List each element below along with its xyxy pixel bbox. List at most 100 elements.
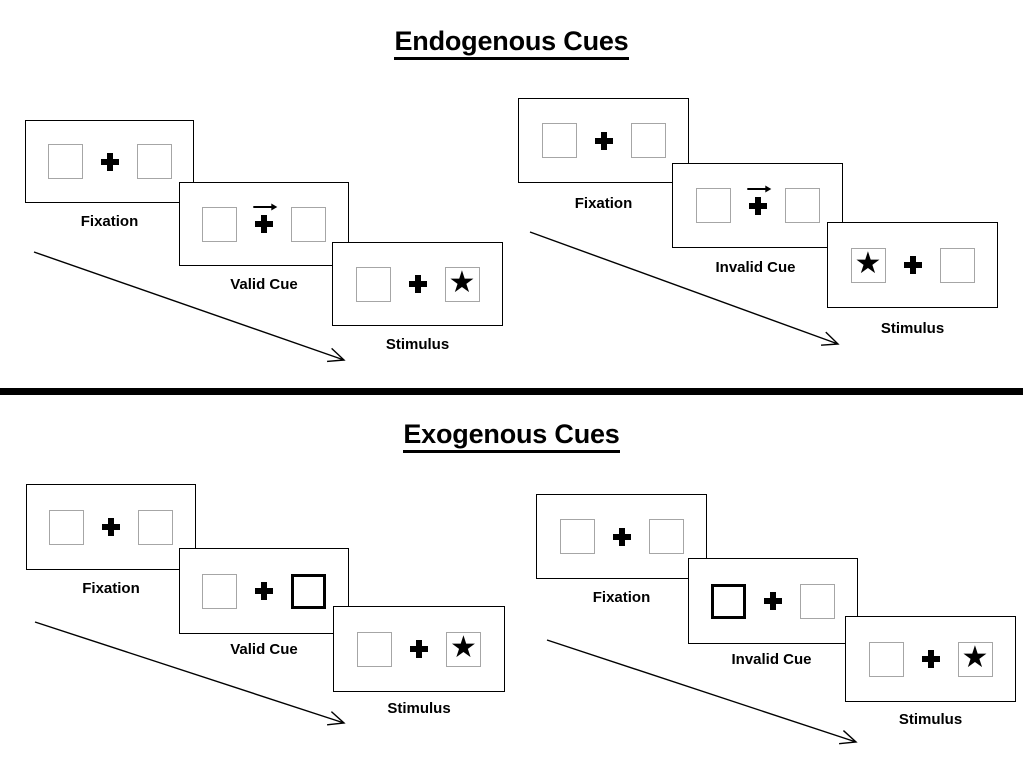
right-stimulus-box: ★: [291, 206, 326, 242]
cue-arrow-right-icon: [252, 203, 278, 213]
star-icon: ★: [448, 266, 476, 299]
cue-arrow-right-icon: [746, 185, 772, 195]
display-row: ★★: [202, 203, 326, 243]
trial-panel-inner: ★★: [180, 183, 348, 265]
fixation-cross-icon: [594, 131, 613, 150]
star-icon: ★: [961, 641, 989, 674]
panel-caption-endogenous-invalid-0: Fixation: [574, 195, 633, 212]
fixation-cross-wrap: [253, 572, 275, 610]
trial-panel-inner: ★★: [537, 495, 706, 578]
display-row: ★★: [541, 122, 666, 160]
trial-panel-exogenous-valid-1: ★★: [179, 548, 349, 634]
display-row: ★★: [49, 508, 173, 546]
trial-panel-exogenous-invalid-1: ★★: [688, 558, 858, 644]
fixation-cross-wrap: [408, 630, 430, 668]
left-stimulus-box: ★: [355, 266, 391, 302]
right-stimulus-box: ★: [939, 247, 975, 283]
section-title-text: Endogenous Cues: [394, 26, 629, 60]
left-stimulus-box: ★: [695, 188, 731, 223]
trial-panel-inner: ★★: [689, 559, 857, 643]
trial-panel-exogenous-invalid-0: ★★: [536, 494, 707, 579]
left-stimulus-box: ★: [357, 631, 392, 667]
fixation-cross-wrap: [100, 508, 122, 546]
left-stimulus-box: ★: [202, 206, 237, 242]
fixation-cross-icon: [410, 640, 428, 658]
panel-caption-exogenous-valid-2: Stimulus: [387, 700, 451, 717]
fixation-cross-wrap: [746, 185, 772, 225]
right-stimulus-box: ★: [957, 641, 993, 677]
trial-panel-inner: ★★: [333, 243, 502, 325]
fixation-cross-wrap: [99, 143, 121, 181]
panel-caption-endogenous-valid-1: Valid Cue: [230, 276, 298, 293]
trial-panel-inner: ★★: [846, 617, 1015, 701]
trial-panel-inner: ★★: [673, 164, 842, 247]
left-stimulus-box: ★: [47, 144, 83, 179]
display-row: ★★: [868, 640, 993, 678]
fixation-cross-wrap: [762, 582, 784, 620]
trial-panel-exogenous-valid-0: ★★: [26, 484, 196, 570]
fixation-cross-icon: [408, 275, 427, 293]
trial-panel-exogenous-invalid-2: ★★: [845, 616, 1016, 702]
display-row: ★★: [850, 246, 975, 284]
section-title-exogenous: Exogenous Cues: [0, 419, 1023, 453]
trial-panel-endogenous-invalid-0: ★★: [518, 98, 689, 183]
time-progression-arrow-exogenous-invalid: [535, 628, 868, 754]
right-stimulus-box: ★: [630, 123, 666, 158]
fixation-cross-icon: [903, 256, 922, 274]
star-icon: ★: [854, 247, 882, 280]
trial-panel-inner: ★★: [180, 549, 348, 633]
trial-panel-exogenous-valid-2: ★★: [333, 606, 505, 692]
fixation-cross-wrap: [407, 265, 429, 303]
fixation-cross-wrap: [611, 518, 633, 556]
fixation-cross-icon: [764, 592, 782, 610]
right-stimulus-box: ★: [446, 631, 481, 667]
right-stimulus-box: ★: [138, 509, 173, 545]
trial-panel-endogenous-valid-1: ★★: [179, 182, 349, 266]
trial-panel-endogenous-invalid-1: ★★: [672, 163, 843, 248]
display-row: ★★: [355, 265, 480, 303]
fixation-cross-icon: [921, 650, 940, 668]
section-divider: [0, 388, 1023, 395]
display-row: ★★: [202, 572, 326, 610]
left-stimulus-box: ★: [49, 509, 84, 545]
right-stimulus-box: ★: [784, 188, 820, 223]
right-stimulus-box: ★: [444, 266, 480, 302]
panel-caption-endogenous-invalid-1: Invalid Cue: [715, 259, 796, 276]
panel-caption-exogenous-valid-1: Valid Cue: [230, 641, 298, 658]
left-stimulus-box: ★: [559, 519, 595, 554]
fixation-cross-icon: [102, 518, 120, 536]
left-stimulus-box: ★: [541, 123, 577, 158]
left-stimulus-box-cued: ★: [711, 583, 746, 619]
left-stimulus-box: ★: [868, 641, 904, 677]
trial-panel-inner: ★★: [828, 223, 997, 307]
fixation-cross-icon: [748, 196, 767, 215]
panel-caption-exogenous-invalid-0: Fixation: [592, 589, 651, 606]
fixation-cross-icon: [255, 582, 273, 600]
trial-panel-inner: ★★: [27, 485, 195, 569]
right-stimulus-box: ★: [136, 144, 172, 179]
right-stimulus-box: ★: [648, 519, 684, 554]
fixation-cross-wrap: [252, 203, 278, 243]
left-stimulus-box: ★: [850, 247, 886, 283]
fixation-cross-icon: [255, 215, 273, 233]
panel-caption-endogenous-valid-2: Stimulus: [385, 336, 450, 353]
fixation-cross-icon: [100, 152, 119, 171]
display-row: ★★: [711, 582, 835, 620]
trial-panel-inner: ★★: [334, 607, 504, 691]
trial-panel-endogenous-invalid-2: ★★: [827, 222, 998, 308]
fixation-cross-wrap: [920, 640, 942, 678]
panel-caption-exogenous-invalid-2: Stimulus: [898, 711, 963, 728]
fixation-cross-wrap: [902, 246, 924, 284]
panel-caption-exogenous-invalid-1: Invalid Cue: [731, 651, 812, 668]
trial-panel-inner: ★★: [26, 121, 193, 202]
panel-caption-exogenous-valid-0: Fixation: [82, 580, 140, 597]
trial-panel-endogenous-valid-0: ★★: [25, 120, 194, 203]
section-title-text: Exogenous Cues: [403, 419, 620, 453]
display-row: ★★: [559, 518, 684, 556]
fixation-cross-icon: [612, 527, 631, 546]
display-row: ★★: [695, 185, 820, 225]
right-stimulus-box: ★: [800, 583, 835, 619]
section-title-endogenous: Endogenous Cues: [0, 26, 1023, 60]
trial-panel-inner: ★★: [519, 99, 688, 182]
